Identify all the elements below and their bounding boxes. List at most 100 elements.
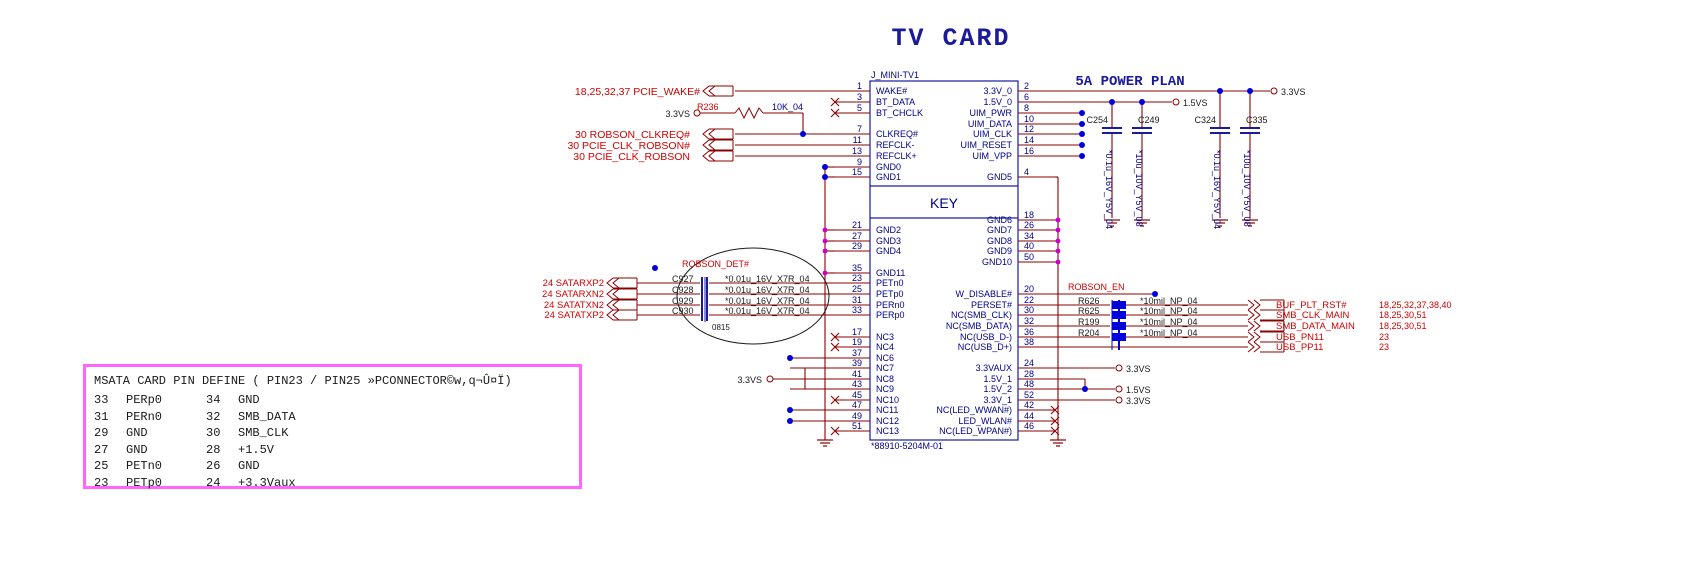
series-resistor-value: *10mil_NP_04 xyxy=(1140,296,1198,306)
pin-number: 36 xyxy=(1024,327,1034,337)
no-connect-mark xyxy=(830,342,840,352)
series-resistor-value: *10mil_NP_04 xyxy=(1140,328,1198,338)
clkp-port xyxy=(702,150,734,162)
sata-port xyxy=(606,299,638,311)
series-resistor-pad xyxy=(1120,311,1126,319)
port-chevron xyxy=(1253,299,1261,311)
pin-name: NC4 xyxy=(876,342,894,352)
sata-net-label: 24 SATATXP2 xyxy=(544,310,604,321)
connector-key-label: KEY xyxy=(930,195,959,211)
right-net-refs: 23 xyxy=(1379,342,1389,352)
pin-b-number: 30 xyxy=(206,426,221,440)
robson-det-label: ROBSON_DET# xyxy=(682,259,749,269)
pin-number: 7 xyxy=(857,124,862,134)
port-chevron xyxy=(1253,320,1261,332)
pin-b-number: 34 xyxy=(206,393,221,407)
connector-ref: J_MINI-TV1 xyxy=(871,70,919,80)
ground-symbol xyxy=(1134,219,1150,227)
group-note: 0815 xyxy=(712,323,730,332)
series-resistor-value: *10mil_NP_04 xyxy=(1140,306,1198,316)
pin-number: 27 xyxy=(852,231,862,241)
series-resistor-pad xyxy=(1112,333,1118,341)
pin-number: 33 xyxy=(852,305,862,315)
power-cap-value: *0.1u_16V_Y5V_04 xyxy=(1212,150,1222,229)
pin-name: GND7 xyxy=(987,225,1012,235)
pin-number: 25 xyxy=(852,284,862,294)
pin-a-name: GND xyxy=(126,442,148,457)
nc-rail-label: 3.3VS xyxy=(737,375,762,385)
page-title: TV CARD xyxy=(891,24,1010,53)
right-net-port xyxy=(1247,309,1285,321)
nc-junction xyxy=(787,418,793,424)
rail-1v5b-label: 1.5VS xyxy=(1126,385,1151,395)
pin-number: 45 xyxy=(852,390,862,400)
series-resistor-pad xyxy=(1120,301,1126,309)
pullup-rail-label: 3.3VS xyxy=(665,109,690,119)
pin-number: 39 xyxy=(852,358,862,368)
pin-name: GND5 xyxy=(987,172,1012,182)
port-chevron xyxy=(708,128,716,140)
r236-value: 10K_04 xyxy=(772,102,803,112)
pin-b-name: SMB_CLK xyxy=(238,426,289,440)
port-chevron xyxy=(612,309,620,321)
pin-name: GND10 xyxy=(982,257,1012,267)
pin-name: 3.3V_1 xyxy=(983,395,1012,405)
no-connect-stroke xyxy=(1050,416,1060,426)
pin-name: REFCLK- xyxy=(876,140,915,150)
series-resistor-ref: R204 xyxy=(1078,328,1100,338)
pin-number: 20 xyxy=(1024,284,1034,294)
pin-number: 29 xyxy=(852,241,862,251)
right-net-port xyxy=(1247,341,1285,353)
pin-number: 48 xyxy=(1024,379,1034,389)
pin-b-number: 26 xyxy=(206,459,221,473)
pin-number: 17 xyxy=(852,327,862,337)
pin-a-name: GND xyxy=(126,426,148,440)
series-resistor-pad xyxy=(1112,322,1118,330)
pin-number: 46 xyxy=(1024,421,1034,431)
gnd-link-dot xyxy=(1055,217,1061,223)
pin-name: GND3 xyxy=(876,236,901,246)
pin-define-header: MSATA CARD PIN DEFINE ( PIN23 / PIN25 »P… xyxy=(94,374,512,388)
pin-name: 3.3V_0 xyxy=(983,86,1012,96)
pin-number: 16 xyxy=(1024,146,1034,156)
pin-b-number: 28 xyxy=(206,442,221,457)
rail-3v3-label: 3.3VS xyxy=(1281,87,1306,97)
pin-a-number: 29 xyxy=(94,426,109,440)
port-chevron xyxy=(1253,309,1261,321)
right-net-label: SMB_DATA_MAIN xyxy=(1276,321,1355,332)
pin-name: W_DISABLE# xyxy=(955,289,1012,299)
power-cap-value: *10u_10V_Y5V_08 xyxy=(1242,150,1252,227)
pin-name: GND6 xyxy=(987,215,1012,225)
right-net-label: USB_PN11 xyxy=(1276,332,1324,343)
no-connect-mark xyxy=(1050,426,1060,436)
right-net-refs: 18,25,30,51 xyxy=(1379,321,1427,331)
pin-number: 21 xyxy=(852,220,862,230)
sata-cap-ref: C927 xyxy=(672,274,694,284)
no-connect-stroke xyxy=(1050,405,1060,415)
rail-3v3-terminal xyxy=(1270,87,1278,95)
pin-name: NC(SMB_DATA) xyxy=(946,321,1012,331)
no-connect-mark xyxy=(1050,405,1060,415)
sata-cap-value: *0.01u_16V_X7R_04 xyxy=(725,274,810,284)
sata-cap-ref: C929 xyxy=(672,296,694,306)
pin-number: 42 xyxy=(1024,400,1034,410)
pin-number: 14 xyxy=(1024,135,1034,145)
cap-rail-junction xyxy=(1139,99,1145,105)
rail-1v5-label: 1.5VS xyxy=(1183,98,1208,108)
power-cap-ref: C324 xyxy=(1194,115,1216,125)
gnd-junction xyxy=(822,174,828,180)
pin-number: 3 xyxy=(857,92,862,102)
ground-symbol xyxy=(817,439,833,447)
port-chevron xyxy=(1247,299,1255,311)
wires xyxy=(637,90,1270,440)
clkreq-port xyxy=(702,128,734,140)
no-connect-stroke xyxy=(830,108,840,118)
cap-rail-junction xyxy=(1247,88,1253,94)
components xyxy=(606,80,1285,447)
pin-define-box: MSATA CARD PIN DEFINE ( PIN23 / PIN25 »P… xyxy=(83,364,582,490)
pin-number: 52 xyxy=(1024,390,1034,400)
pin-a-name: PERp0 xyxy=(126,393,163,407)
pin-number: 6 xyxy=(1024,92,1029,102)
pin-name: GND0 xyxy=(876,162,901,172)
